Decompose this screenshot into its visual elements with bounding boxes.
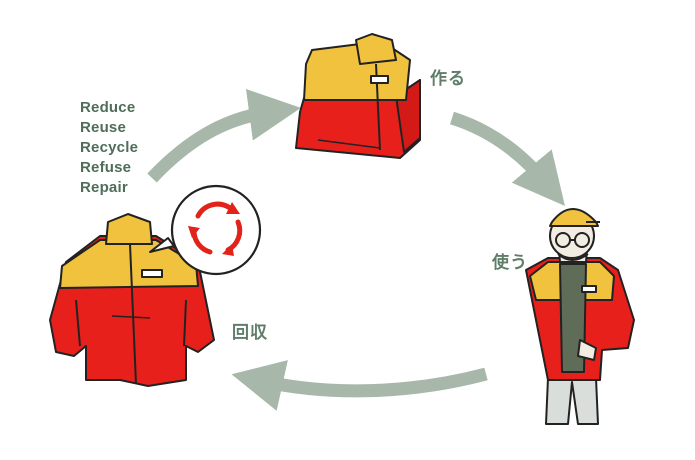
r-word-recycle: Recycle	[80, 139, 139, 156]
arrow-to-collect	[231, 360, 488, 411]
person-wearing-jacket-icon	[525, 208, 635, 425]
stage-label-use: 使う	[492, 253, 528, 273]
jacket-icon	[49, 213, 215, 387]
r-word-refuse: Refuse	[80, 159, 132, 176]
recycle-icon	[149, 184, 262, 276]
folded-jacket-icon	[295, 33, 421, 159]
stage-label-make: 作る	[430, 69, 466, 89]
r-word-list: Reduce Reuse Recycle Refuse Repair	[80, 98, 138, 198]
arrow-to-use	[449, 111, 565, 206]
r-word-reuse: Reuse	[80, 119, 127, 136]
r-word-repair: Repair	[80, 179, 128, 196]
r-word-reduce: Reduce	[80, 99, 136, 116]
arrow-to-make	[147, 88, 301, 183]
stage-label-collect: 回収	[232, 323, 268, 343]
